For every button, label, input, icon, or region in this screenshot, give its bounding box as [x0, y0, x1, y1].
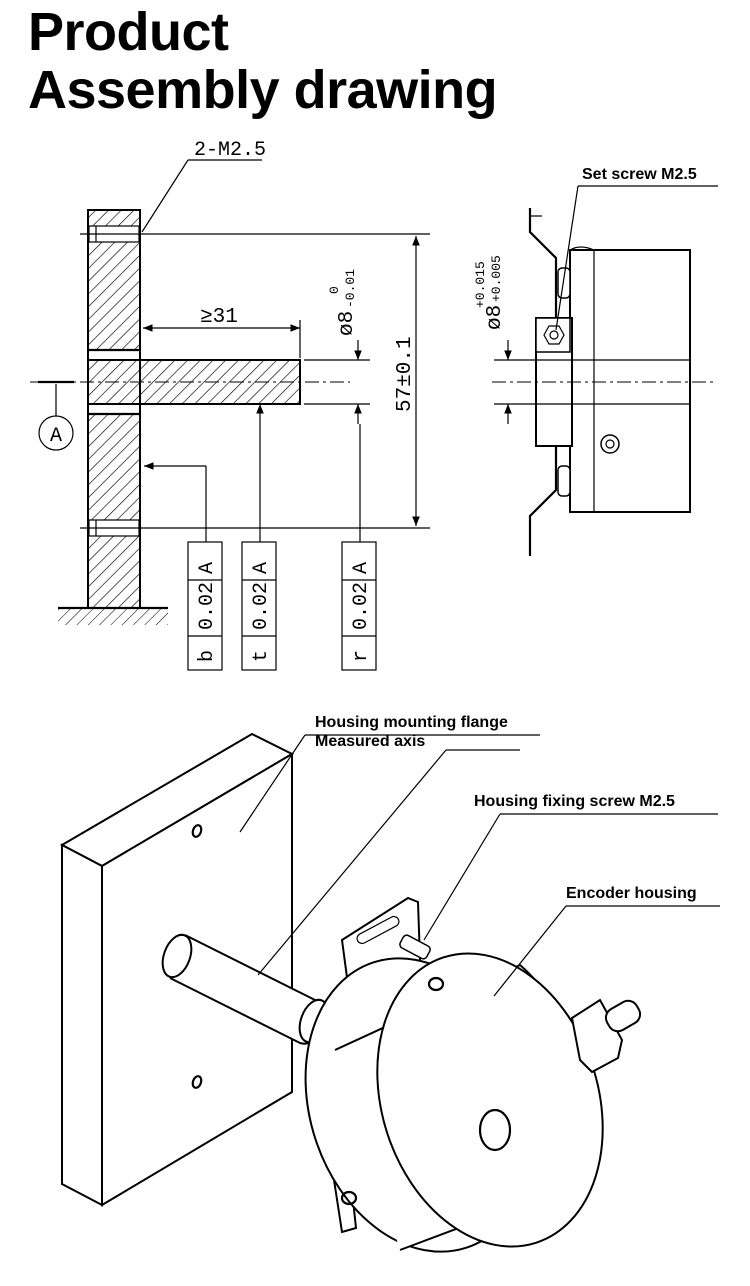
housing-label: Encoder housing — [566, 885, 697, 902]
frame-b-symbol: b — [196, 650, 219, 662]
bore-tol-lower: +0.005 — [489, 255, 504, 302]
frame-t-value: 0.02 — [250, 582, 273, 630]
shaft-tol-lower: -0.01 — [343, 269, 358, 308]
tolerance-frame-t: A 0.02 t — [241, 541, 277, 671]
fixing-screw-label: Housing fixing screw M2.5 — [474, 793, 675, 810]
frame-r-datum: A — [350, 562, 373, 574]
isometric-view: Housing mounting flange Measured axis Ho… — [59, 714, 720, 1253]
shaft-length-dim: ≥31 — [200, 306, 238, 329]
axis-label: Measured axis — [315, 733, 425, 750]
frame-r-value: 0.02 — [350, 582, 373, 630]
tolerance-frame-b: A 0.02 b — [187, 541, 223, 671]
pcd-dimension: 57±0.1 — [394, 336, 417, 412]
frame-t-symbol: t — [250, 650, 273, 662]
title-line-1: Product — [28, 2, 229, 62]
bore-diameter: ø8 — [484, 305, 507, 330]
tolerance-frame-r: A 0.02 r — [341, 541, 377, 671]
shaft-tol-upper: 0 — [327, 286, 342, 294]
bore-tol-upper: +0.015 — [473, 261, 488, 308]
frame-t-datum: A — [250, 562, 273, 574]
flange-label: Housing mounting flange — [315, 714, 508, 731]
section-view: 2-M2.5 ≥31 ø8 0 -0.01 57±0.1 A — [30, 139, 430, 671]
datum-symbol: A — [50, 425, 62, 448]
frame-r-symbol: r — [350, 650, 373, 662]
shaft-diameter: ø8 — [336, 311, 359, 336]
title-line-2: Assembly drawing — [28, 60, 498, 120]
frame-b-datum: A — [196, 562, 219, 574]
encoder-side-view: ø8 +0.015 +0.005 Set screw M2.5 — [473, 166, 718, 556]
thread-callout: 2-M2.5 — [194, 139, 266, 162]
set-screw-label: Set screw M2.5 — [582, 166, 697, 183]
frame-b-value: 0.02 — [196, 582, 219, 630]
